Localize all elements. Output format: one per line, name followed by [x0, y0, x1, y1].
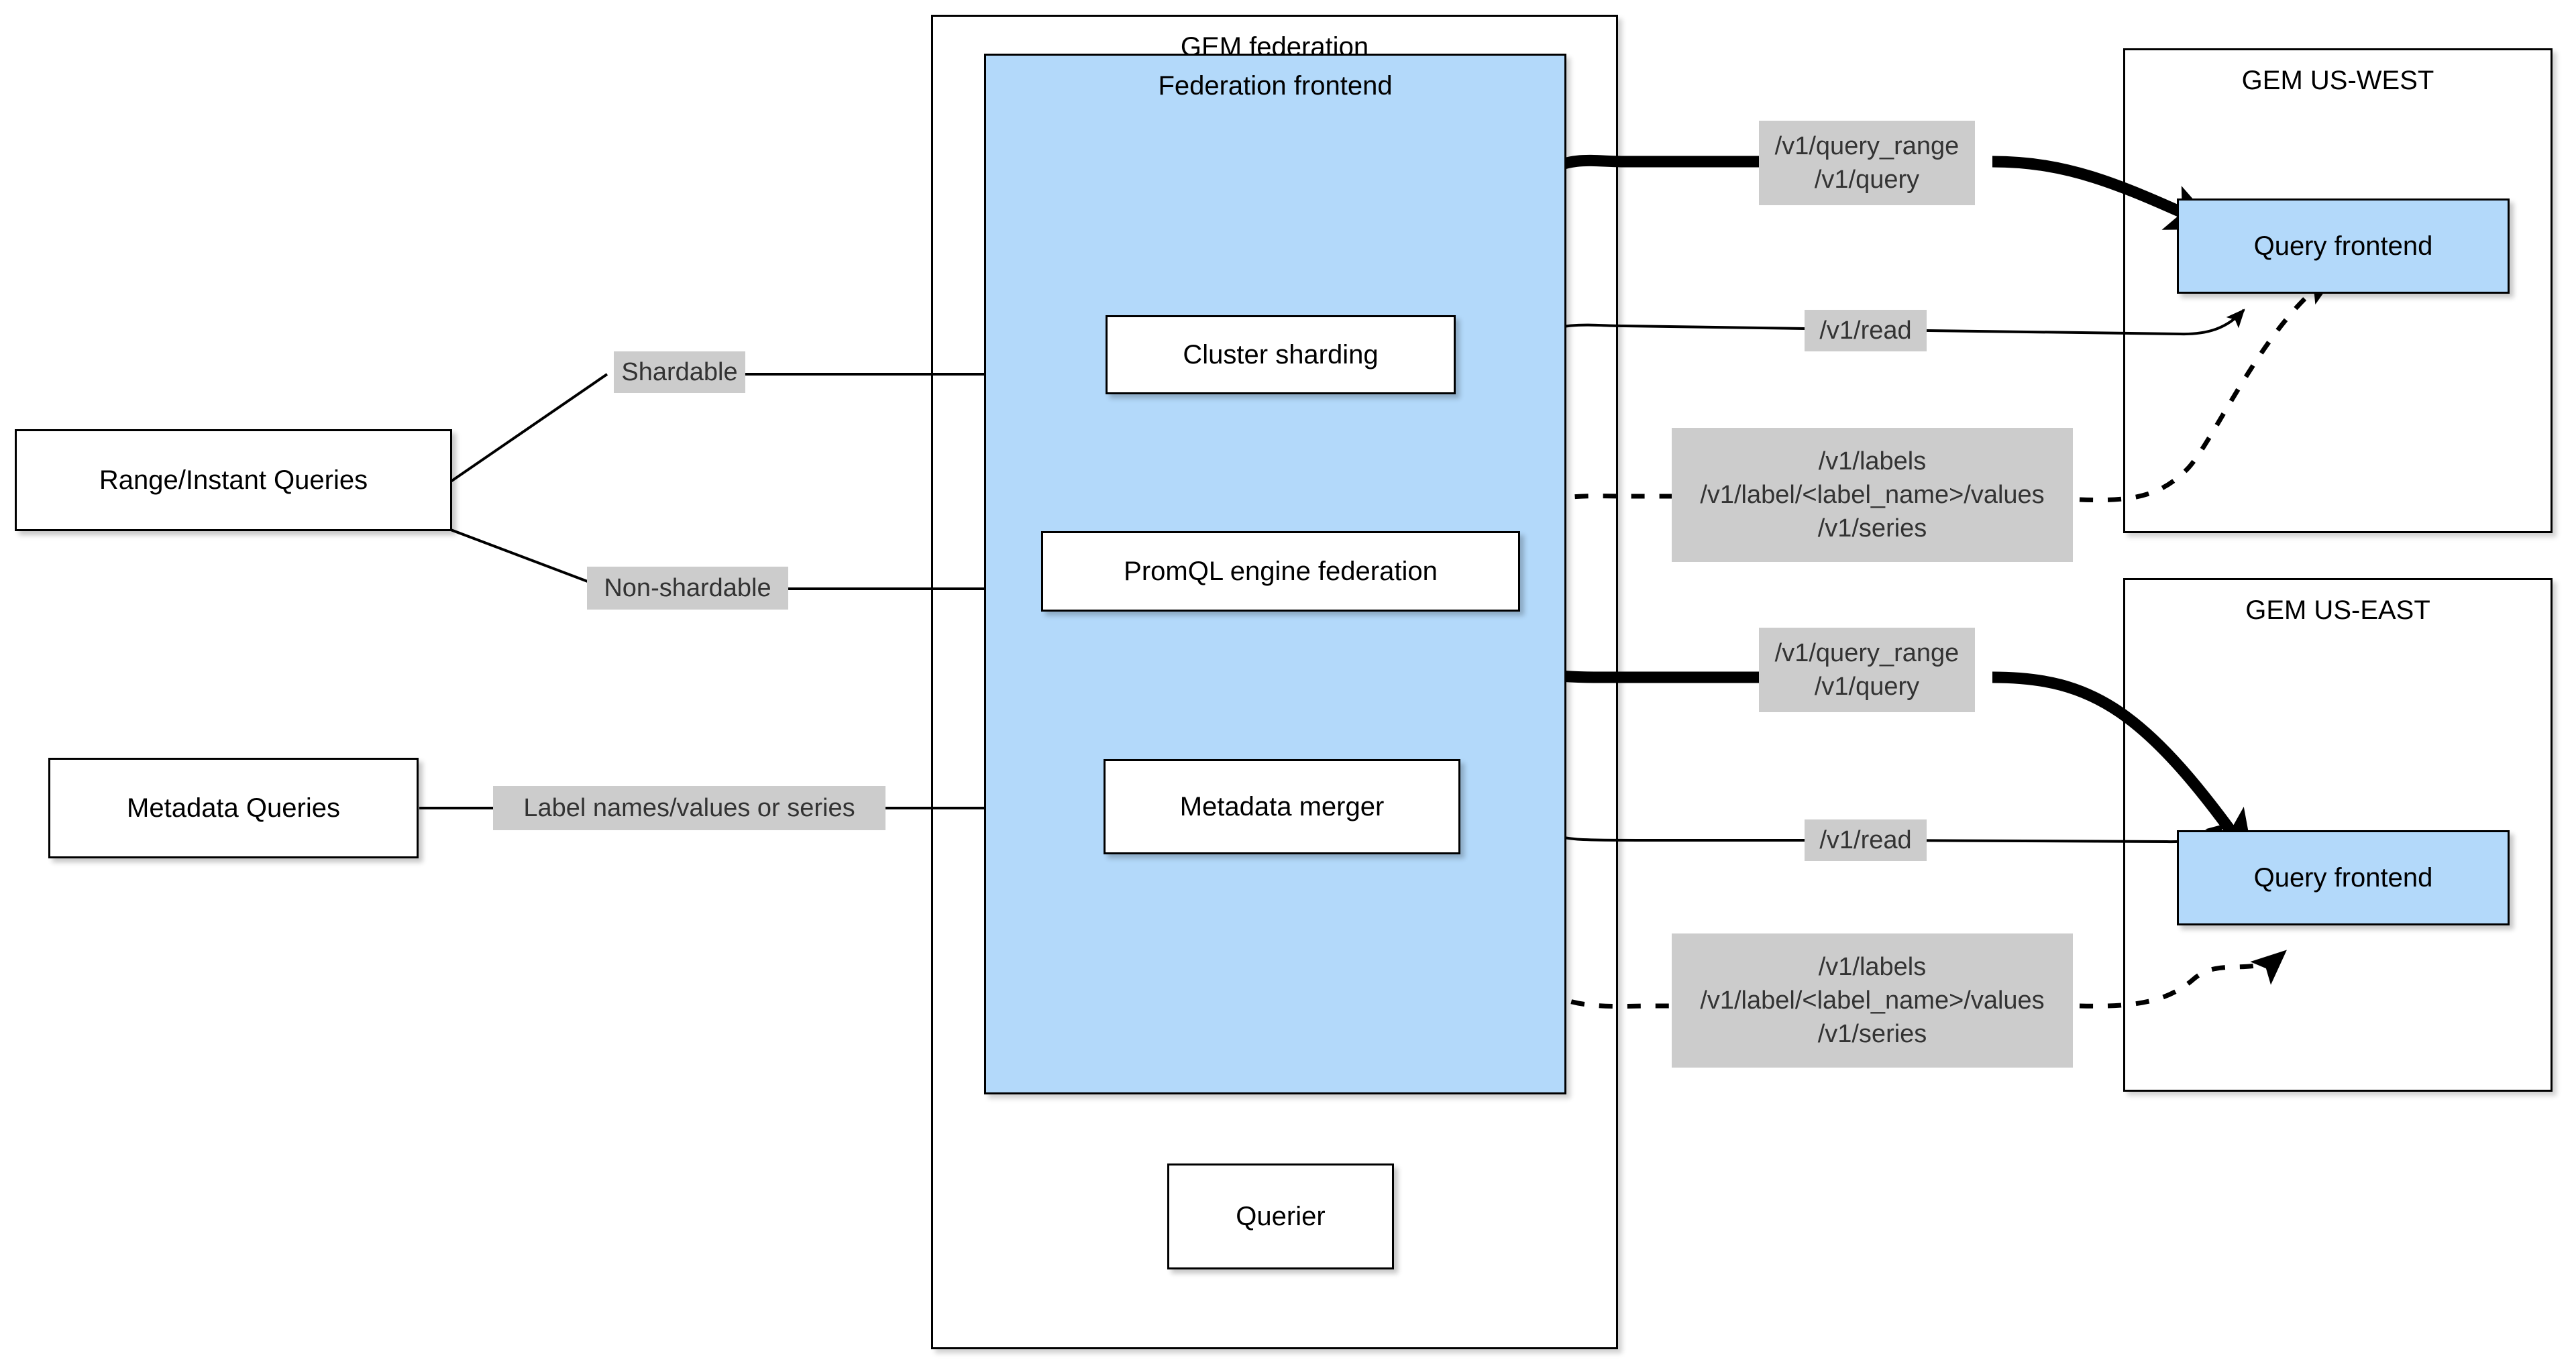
- node-querier[interactable]: Querier: [1167, 1163, 1394, 1269]
- container-gem-us-west: GEM US-WEST: [2123, 48, 2553, 533]
- node-label-metadata-merger: Metadata merger: [1179, 792, 1385, 821]
- node-promql-engine-federation[interactable]: PromQL engine federation: [1041, 531, 1520, 612]
- container-label-gem-us-west: GEM US-WEST: [2241, 66, 2434, 95]
- edge-label-metadata-query-type: Label names/values or series: [493, 786, 885, 830]
- edge-label-us-west-read: /v1/read: [1805, 310, 1927, 351]
- edge-label-us-east-read: /v1/read: [1805, 819, 1927, 861]
- container-label-federation-frontend: Federation frontend: [1158, 71, 1393, 101]
- node-us-east-query-frontend[interactable]: Query frontend: [2177, 830, 2510, 925]
- node-cluster-sharding[interactable]: Cluster sharding: [1106, 315, 1456, 394]
- node-range-instant-queries[interactable]: Range/Instant Queries: [15, 429, 452, 531]
- node-label-metadata-queries: Metadata Queries: [127, 793, 340, 823]
- edge-label-us-east-query: /v1/query_range /v1/query: [1759, 628, 1975, 712]
- node-label-us-west-query-frontend: Query frontend: [2253, 231, 2433, 261]
- node-label-querier: Querier: [1236, 1202, 1326, 1231]
- edge-label-us-west-query: /v1/query_range /v1/query: [1759, 121, 1975, 205]
- node-label-cluster-sharding: Cluster sharding: [1183, 340, 1379, 370]
- node-metadata-queries[interactable]: Metadata Queries: [48, 758, 419, 858]
- edge-label-us-west-metadata: /v1/labels /v1/label/<label_name>/values…: [1672, 428, 2073, 562]
- edge-label-shardable: Shardable: [614, 351, 745, 393]
- edge-range-queries-split: [449, 373, 608, 590]
- node-label-promql-engine-federation: PromQL engine federation: [1124, 557, 1438, 586]
- node-metadata-merger[interactable]: Metadata merger: [1104, 759, 1460, 854]
- edge-label-us-east-metadata: /v1/labels /v1/label/<label_name>/values…: [1672, 933, 2073, 1068]
- node-label-range-instant-queries: Range/Instant Queries: [99, 465, 368, 495]
- node-us-west-query-frontend[interactable]: Query frontend: [2177, 198, 2510, 294]
- node-label-us-east-query-frontend: Query frontend: [2253, 863, 2433, 893]
- container-label-gem-us-east: GEM US-EAST: [2245, 595, 2430, 625]
- container-gem-us-east: GEM US-EAST: [2123, 578, 2553, 1092]
- edge-label-non-shardable: Non-shardable: [587, 567, 788, 610]
